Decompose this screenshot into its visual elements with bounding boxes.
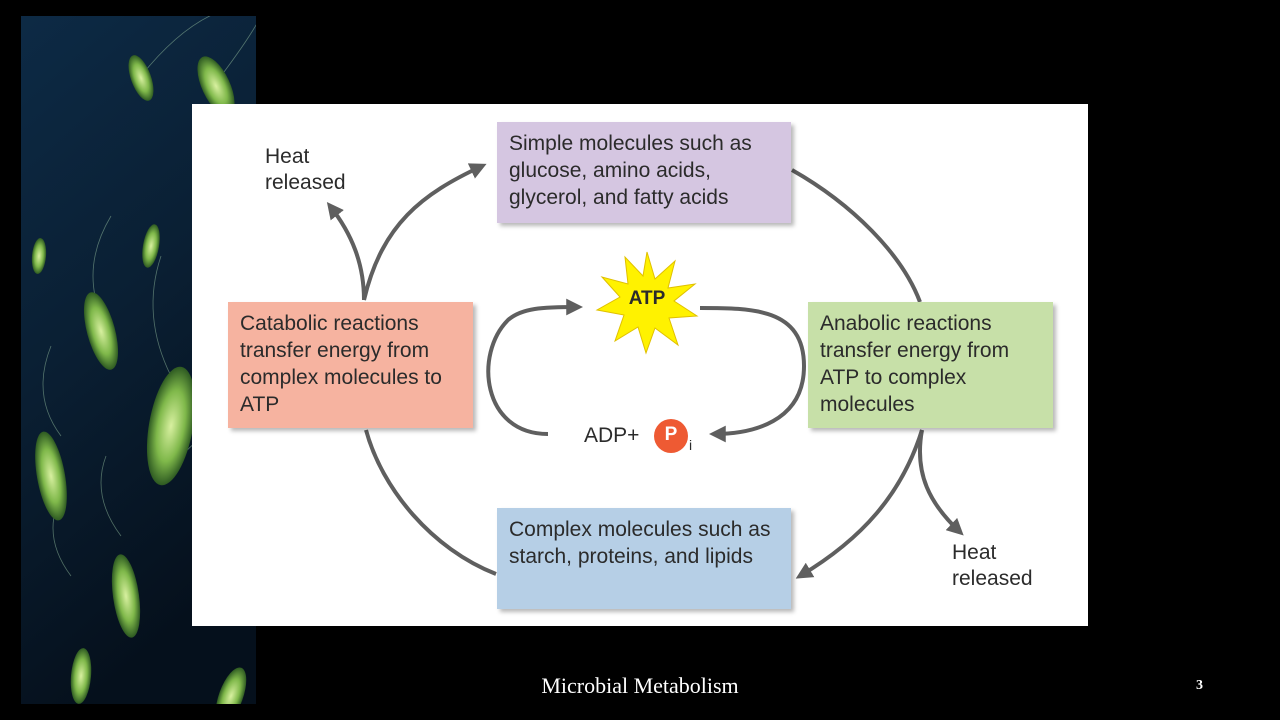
phosphate-subscript: i <box>689 437 693 453</box>
atp-label: ATP <box>628 288 666 309</box>
complex-to-catabolic-curve <box>364 429 497 576</box>
heat-released-right-arrow <box>917 429 964 536</box>
catabolic-reactions-box: Catabolic reactions transfer energy from… <box>228 302 473 428</box>
simple-molecules-box: Simple molecules such as glucose, amino … <box>497 122 791 223</box>
catabolic-to-atp-arrow <box>486 298 584 436</box>
diagram-arrows <box>326 163 964 579</box>
slide-footer-title: Microbial Metabolism <box>541 673 739 698</box>
phosphate-circle <box>654 419 688 453</box>
anabolic-reactions-box: Anabolic reactions transfer energy from … <box>808 302 1053 428</box>
metabolism-diagram: Simple molecules such as glucose, amino … <box>192 104 1088 626</box>
complex-molecules-box: Complex molecules such as starch, protei… <box>497 508 791 609</box>
heat-released-label-left: Heat released <box>265 145 346 194</box>
adp-label: ADP+ <box>584 424 640 447</box>
atp-star <box>595 251 699 355</box>
slide-number: 3 <box>1196 678 1203 693</box>
simple-to-anabolic-curve <box>791 168 922 303</box>
atp-to-adp-arrow <box>699 306 807 443</box>
heat-released-label-right: Heat released <box>952 541 1033 590</box>
phosphate-label: P <box>664 424 678 445</box>
catabolic-to-simple-arrow <box>362 163 487 301</box>
anabolic-to-complex-arrow <box>795 429 924 579</box>
heat-released-left-arrow <box>326 202 366 301</box>
